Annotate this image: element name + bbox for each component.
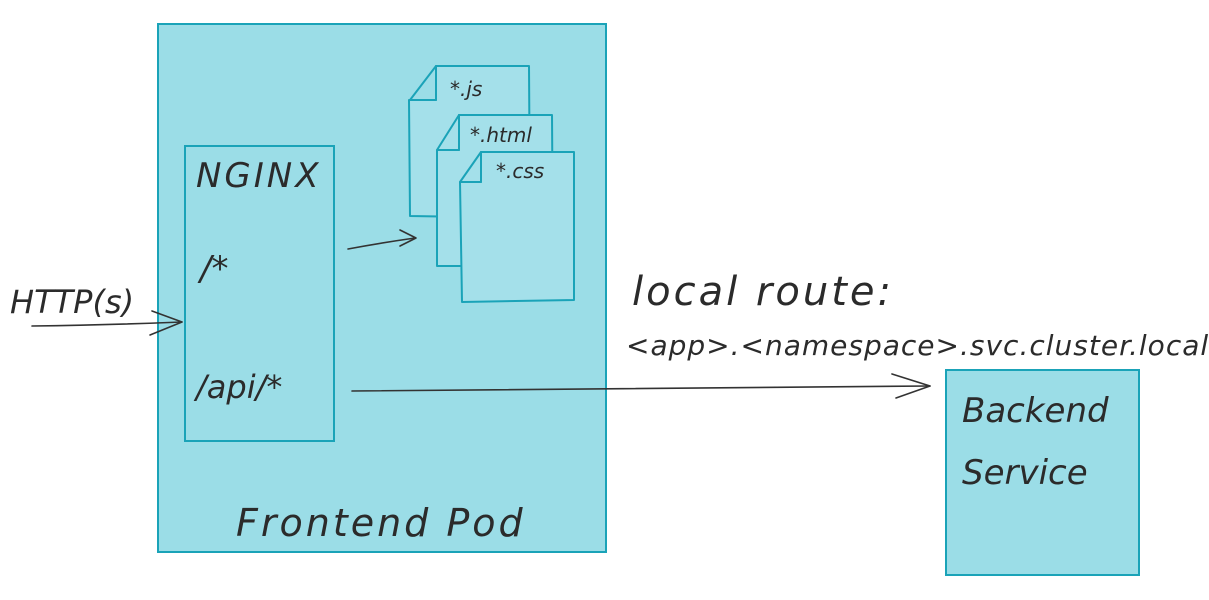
css-file-label: *.css [496, 159, 544, 183]
css-file-document [459, 151, 575, 303]
nginx-route-static: /* [197, 249, 228, 289]
http-label: HTTP(s) [10, 283, 134, 321]
nginx-box [184, 145, 335, 442]
frontend-pod-label: Frontend Pod [236, 501, 526, 545]
nginx-title: NGINX [196, 156, 322, 196]
static-files-arrow [347, 229, 417, 250]
incoming-request-arrow [31, 310, 183, 336]
backend-label-line1: Backend [962, 391, 1109, 431]
local-route-address: <app>.<namespace>.svc.cluster.local [626, 329, 1209, 362]
js-file-label: *.js [450, 77, 482, 101]
backend-label-line2: Service [962, 453, 1088, 493]
local-route-label: local route: [632, 269, 894, 315]
nginx-route-api: /api/* [193, 368, 282, 406]
html-file-label: *.html [470, 123, 532, 147]
api-route-arrow [351, 373, 931, 399]
backend-service-box [945, 369, 1140, 576]
